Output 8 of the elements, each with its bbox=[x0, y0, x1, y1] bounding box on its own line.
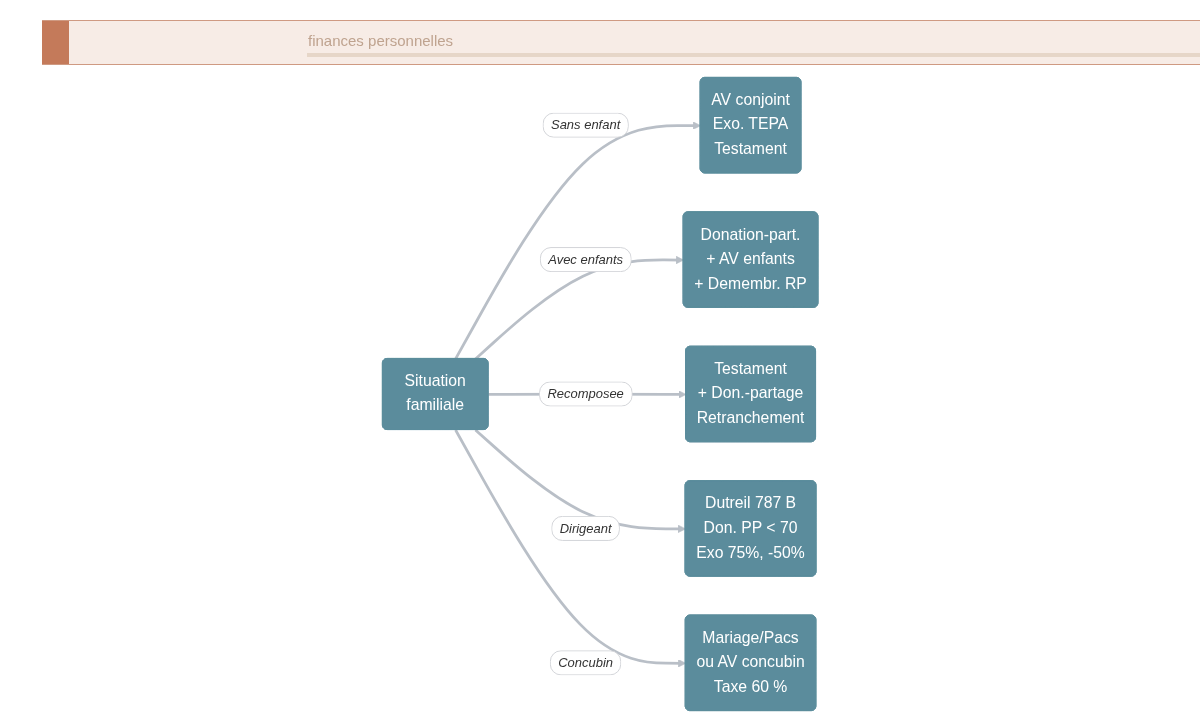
edge-label: Concubin bbox=[558, 654, 613, 670]
edge-label: Dirigeant bbox=[559, 520, 612, 536]
edge-label: Avec enfants bbox=[548, 251, 623, 267]
edge-label: Recomposee bbox=[547, 386, 624, 401]
edge-label: Sans enfant bbox=[550, 117, 621, 133]
arrow bbox=[454, 429, 686, 668]
tagline-text: finances personnelles bbox=[308, 32, 454, 49]
arrow bbox=[474, 428, 686, 533]
